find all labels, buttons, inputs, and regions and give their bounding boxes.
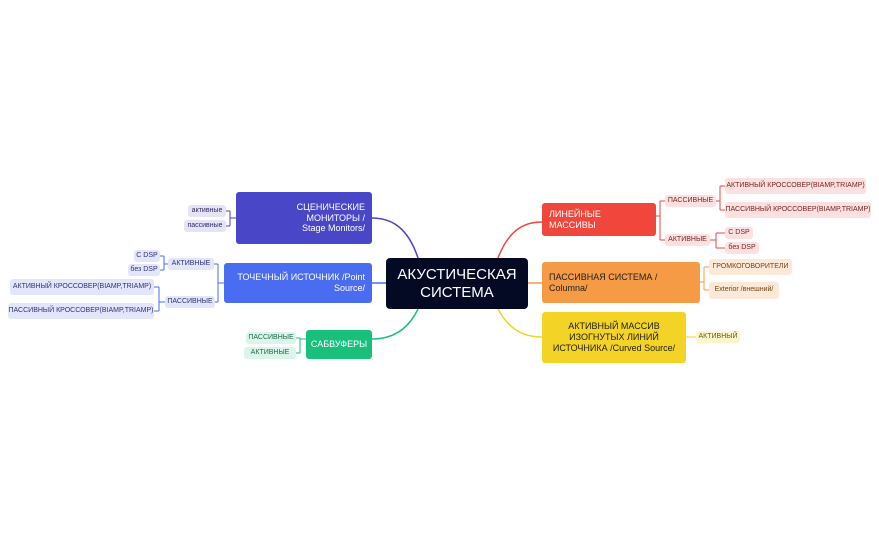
group-point-active[interactable]: АКТИВНЫЕ	[168, 258, 214, 270]
branch-curved-source[interactable]: АКТИВНЫЙ МАССИВ ИЗОГНУТЫХ ЛИНИЙ ИСТОЧНИК…	[542, 312, 686, 363]
connector-point-source-groups	[214, 263, 224, 303]
leaf-passive-system-exterior[interactable]: Exterior /внешний/	[709, 282, 779, 299]
leaf-point-active-dsp[interactable]: С DSP	[134, 250, 160, 262]
leaf-point-passive-active-crossover[interactable]: АКТИВНЫЙ КРОССОВЕР(BIAMP,TRIAMP)	[10, 279, 154, 295]
leaf-monitors-active[interactable]: активные	[188, 205, 226, 217]
leaf-curved-source-active[interactable]: АКТИВНЫЙ	[696, 331, 740, 343]
connector-subwoofers-leaves	[296, 337, 306, 354]
connector-passive-system-leaves	[700, 266, 709, 291]
leaf-subwoofers-passive[interactable]: ПАССИВНЫЕ	[246, 332, 296, 344]
leaf-line-passive-active-crossover[interactable]: АКТИВНЫЙ КРОССОВЕР(BIAMP,TRIAMP)	[725, 178, 866, 194]
leaf-point-active-no-dsp[interactable]: без DSP	[128, 264, 160, 276]
connector-root-line-arrays	[497, 221, 543, 259]
leaf-line-passive-passive-crossover[interactable]: ПАССИВНЫЙ КРОССОВЕР(BIAMP,TRIAMP)	[725, 202, 871, 218]
connector-root-subwoofers	[371, 308, 419, 340]
connector-line-passive-leaves	[716, 185, 725, 211]
group-line-passive[interactable]: ПАССИВНЫЕ	[665, 195, 716, 207]
connector-monitors-leaves	[226, 210, 236, 227]
root-node[interactable]: АКУСТИЧЕСКАЯ СИСТЕМА	[386, 258, 528, 309]
group-line-active[interactable]: АКТИВНЫЕ	[665, 234, 710, 246]
leaf-monitors-passive[interactable]: пассивные	[184, 220, 226, 232]
branch-subwoofers[interactable]: САБВУФЕРЫ	[306, 330, 372, 359]
leaf-point-passive-passive-crossover[interactable]: ПАССИВНЫЙ КРОССОВЕР(BIAMP,TRIAMP)	[8, 303, 154, 319]
connector-line-arrays-groups	[656, 200, 665, 241]
connector-point-passive-leaves	[154, 286, 165, 312]
leaf-line-active-no-dsp[interactable]: без DSP	[725, 242, 759, 254]
leaf-subwoofers-active[interactable]: АКТИВНЫЕ	[244, 347, 296, 359]
branch-point-source[interactable]: ТОЧЕЧНЫЙ ИСТОЧНИК /Point Source/	[224, 263, 372, 303]
connector-point-active-leaves	[160, 255, 168, 271]
branch-passive-system[interactable]: ПАССИВНАЯ СИСТЕМА / Columna/	[542, 262, 700, 303]
leaf-passive-system-loudspeakers[interactable]: ГРОМКОГОВОРИТЕЛИ	[709, 259, 792, 275]
leaf-line-active-dsp[interactable]: С DSP	[725, 227, 753, 239]
branch-line-arrays[interactable]: ЛИНЕЙНЫЕ МАССИВЫ	[542, 203, 656, 236]
group-point-passive[interactable]: ПАССИВНЫЕ	[165, 296, 215, 308]
connector-root-curved-source	[497, 308, 543, 338]
connector-root-monitors	[371, 217, 419, 259]
connector-line-active-leaves	[710, 232, 725, 249]
branch-stage-monitors[interactable]: СЦЕНИЧЕСКИЕ МОНИТОРЫ / Stage Monitors/	[236, 192, 372, 244]
